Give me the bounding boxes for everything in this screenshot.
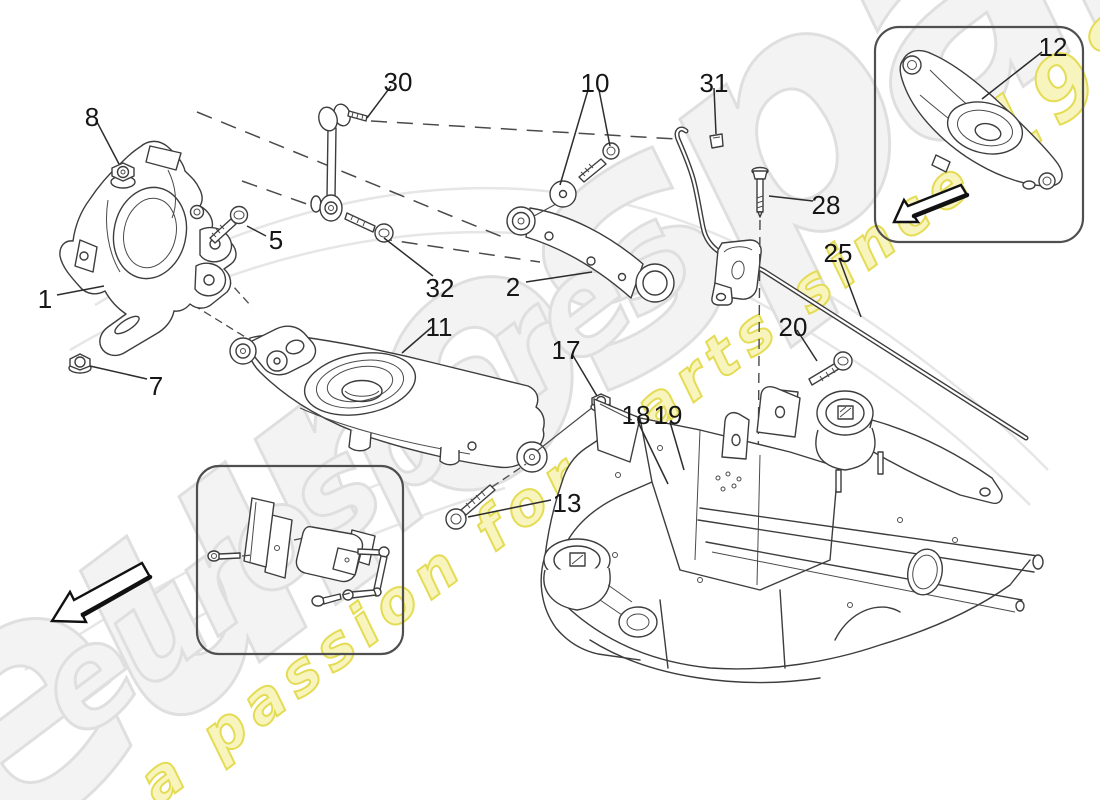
part-callout-5[interactable]: 5 [268,225,284,255]
part-bolt-13 [445,463,527,530]
part-clip-31 [709,133,724,149]
inset-box-height-sensor [195,464,405,656]
part-callout-13[interactable]: 13 [552,488,582,518]
part-upper-arm-2 [506,206,675,303]
part-knuckle [59,140,237,357]
part-callout-8[interactable]: 8 [84,102,100,132]
part-bolt-32 [344,212,394,243]
part-callout-12[interactable]: 12 [1038,32,1068,62]
part-callout-1[interactable]: 1 [37,284,53,314]
part-callout-28[interactable]: 28 [811,190,841,220]
part-callout-32[interactable]: 32 [425,273,455,303]
part-bolt-5 [209,205,249,244]
part-callout-25[interactable]: 25 [823,238,853,268]
part-callout-30[interactable]: 30 [383,67,413,97]
part-callout-19[interactable]: 19 [653,400,683,430]
callout-leader-lines [56,51,1043,518]
part-callout-31[interactable]: 31 [699,68,729,98]
part-nut-7 [68,353,92,374]
inset-box-knuckle-12 [873,25,1085,244]
part-rear-subframe [540,386,1044,684]
part-stabilizer-bar-25 [674,126,1029,441]
part-callout-11[interactable]: 11 [425,312,453,342]
big-direction-arrow-icon [49,561,153,624]
part-nut-8 [110,162,136,189]
part-bolt-washer-10 [533,142,620,217]
part-callout-18[interactable]: 18 [621,400,651,430]
part-callout-17[interactable]: 17 [551,335,581,365]
part-lower-arm-11 [229,325,548,473]
part-callout-10[interactable]: 10 [580,68,610,98]
part-stabilizer-link-30 [310,103,368,222]
part-callout-2[interactable]: 2 [505,272,521,302]
part-callout-20[interactable]: 20 [778,312,808,342]
part-callout-7[interactable]: 7 [148,371,164,401]
inset-direction-arrow-icon [892,183,970,224]
